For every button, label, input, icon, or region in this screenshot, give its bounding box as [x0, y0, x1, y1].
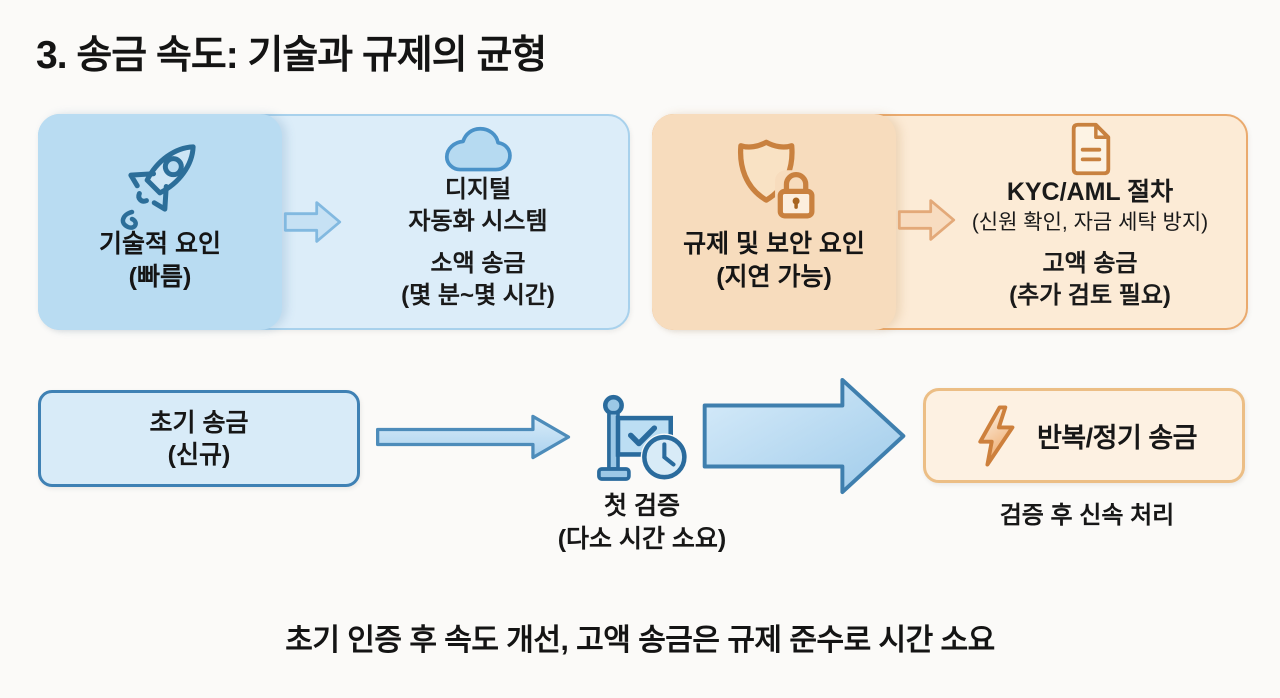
check-line2: (다소 시간 소요)	[557, 525, 727, 553]
tech-case-line1: 소액 송금	[430, 250, 526, 277]
regulation-label-line1: 규제 및 보안 요인	[683, 230, 865, 258]
flow-arrow-thin-icon	[376, 414, 571, 460]
tech-case-line2: (몇 분~몇 시간)	[401, 282, 555, 309]
tech-factor-box	[38, 114, 282, 330]
regulation-case-text: 고액 송금 (추가 검토 필요)	[925, 248, 1255, 312]
result-caption: 검증 후 신속 처리	[999, 502, 1175, 529]
first-verification-caption: 첫 검증 (다소 시간 소요)	[512, 490, 772, 556]
tech-detail-line2: 자동화 시스템	[408, 208, 548, 235]
start-line2: (신규)	[167, 440, 231, 469]
small-arrow-right-blue-icon	[283, 201, 342, 243]
tech-case-text: 소액 송금 (몇 분~몇 시간)	[328, 248, 628, 312]
flow-arrow-big-icon	[702, 377, 906, 495]
cloud-icon	[444, 126, 512, 172]
regulation-label-line2: (지연 가능)	[716, 263, 832, 291]
tech-label-line1: 기술적 요인	[99, 230, 221, 258]
shield-lock-icon	[737, 139, 819, 220]
start-line1: 초기 송금	[149, 408, 249, 437]
lightning-icon	[978, 404, 1015, 467]
regulation-detail-text: KYC/AML 절차 (신원 확인, 자금 세탁 방지)	[925, 176, 1255, 238]
tech-detail-line1: 디지털	[444, 176, 512, 203]
tech-detail-text: 디지털 자동화 시스템	[328, 174, 628, 238]
page-title: 3. 송금 속도: 기술과 규제의 균형	[36, 34, 547, 77]
tech-factor-label: 기술적 요인 (빠름)	[38, 228, 282, 298]
tech-label-line2: (빠름)	[128, 263, 192, 291]
footer-summary: 초기 인증 후 속도 개선, 고액 송금은 규제 준수로 시간 소요	[285, 624, 995, 657]
regulation-factor-label: 규제 및 보안 요인 (지연 가능)	[640, 228, 908, 298]
small-arrow-right-orange-icon	[897, 199, 956, 241]
check-line1: 첫 검증	[604, 492, 680, 520]
recurring-transfer-box: 반복/정기 송금	[923, 388, 1245, 483]
regulation-case-line1: 고액 송금	[1042, 250, 1138, 277]
rocket-icon	[120, 144, 196, 230]
kyc-subtitle: (신원 확인, 자금 세탁 방지)	[971, 211, 1209, 234]
kyc-title: KYC/AML 절차	[1006, 178, 1174, 206]
result-label: 반복/정기 송금	[1036, 423, 1198, 453]
document-icon	[1071, 122, 1111, 176]
flag-check-clock-icon	[597, 394, 688, 481]
regulation-case-line2: (추가 검토 필요)	[1009, 282, 1171, 309]
initial-transfer-box: 초기 송금 (신규)	[38, 390, 360, 487]
